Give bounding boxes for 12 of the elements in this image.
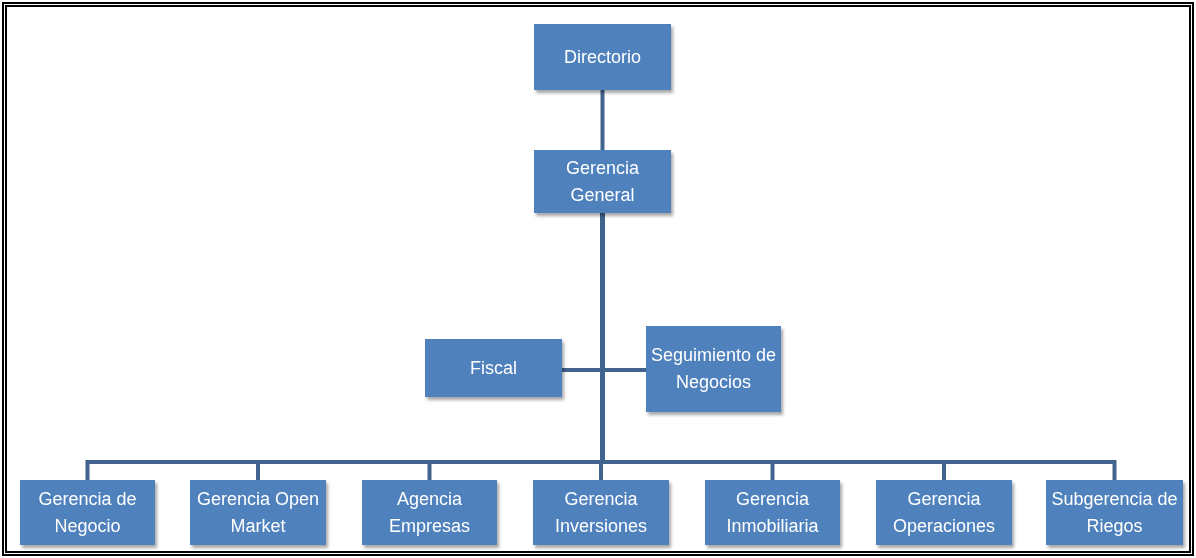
org-box: Directorio: [534, 24, 671, 90]
org-box: Seguimiento de Negocios: [646, 326, 781, 412]
org-box: Fiscal: [425, 339, 562, 397]
org-box: Gerencia Inmobiliaria: [705, 480, 840, 545]
org-box: Gerencia Operaciones: [876, 480, 1012, 545]
org-box: Gerencia Inversiones: [533, 480, 669, 545]
org-box: Agencia Empresas: [362, 480, 497, 545]
org-box: Gerencia Open Market: [190, 480, 326, 545]
org-box: Gerencia General: [534, 150, 671, 213]
connector-line: [600, 90, 605, 150]
org-box: Gerencia de Negocio: [20, 480, 155, 545]
org-box: Subgerencia de Riegos: [1046, 480, 1183, 545]
